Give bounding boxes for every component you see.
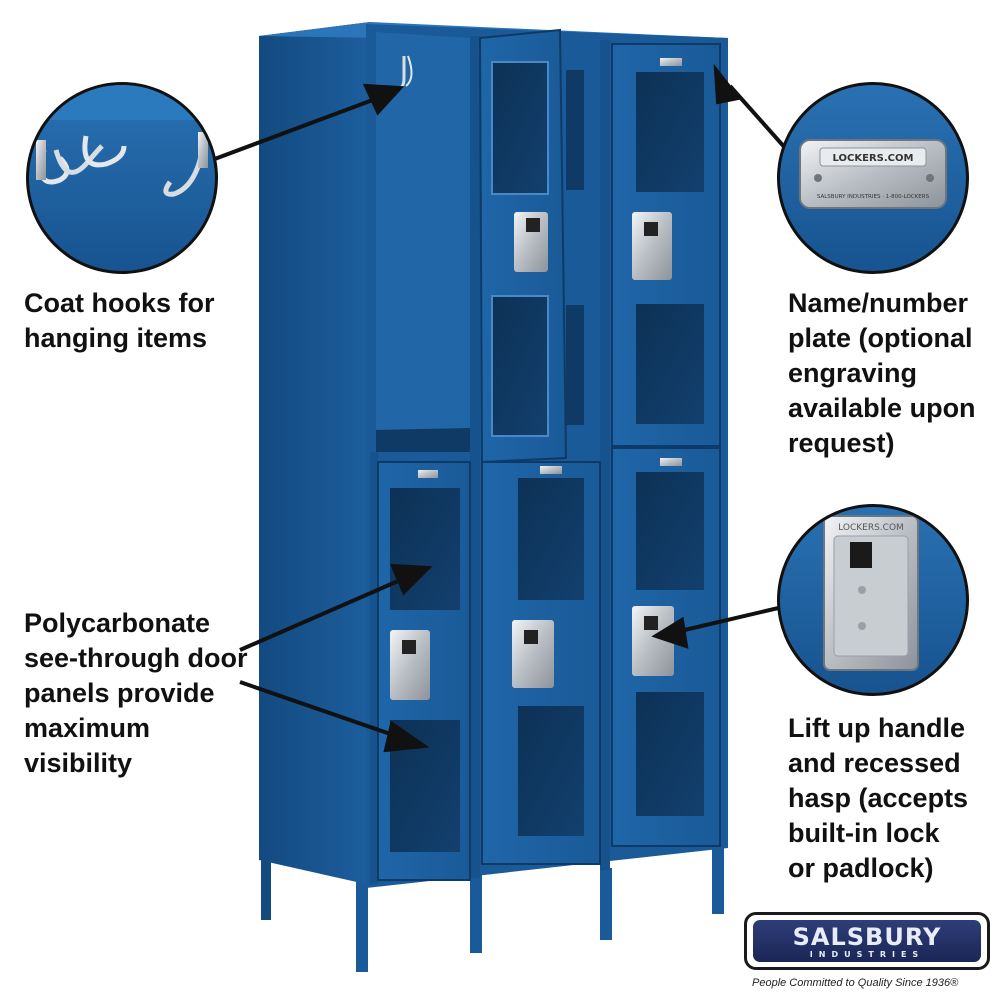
caption-line: visibility [24, 748, 133, 778]
door-window [636, 72, 704, 192]
logo-badge: SALSBURY INDUSTRIES [753, 920, 981, 962]
plate-bottom-text: SALSBURY INDUSTRIES · 1-800-LOCKERS [817, 194, 930, 200]
locker-bank [259, 22, 728, 972]
caption-line: built-in lock [788, 818, 940, 848]
caption-door-panels: Polycarbonate see-through door panels pr… [24, 606, 248, 781]
caption-line: and recessed [788, 748, 961, 778]
leg [712, 846, 724, 914]
locker-door [611, 43, 721, 447]
hook-icon [53, 144, 104, 175]
open-locker-interior [376, 32, 470, 452]
caption-line: Lift up handle [788, 713, 965, 743]
door-window [491, 295, 549, 437]
salsbury-logo: SALSBURY INDUSTRIES [744, 912, 990, 970]
plate-top-text: LOCKERS.COM [833, 153, 914, 164]
caption-line: hanging items [24, 323, 208, 353]
name-plate-icon [540, 466, 562, 474]
handle-plate-text: LOCKERS.COM [838, 523, 904, 533]
callout-pointers [211, 63, 789, 753]
leg [261, 858, 271, 920]
open-locker-interior [566, 305, 584, 425]
caption-line: engraving [788, 358, 918, 388]
hook-icon [405, 55, 413, 87]
leg [470, 875, 482, 953]
locker-door [377, 461, 471, 881]
name-plate-icon [660, 458, 682, 466]
frame-divider [470, 36, 480, 878]
handle-icon [632, 212, 672, 280]
caption-line: plate (optional [788, 323, 973, 353]
caption-line: or padlock) [788, 853, 934, 883]
detail-circle-handle: LOCKERS.COM [777, 504, 969, 696]
open-locker-floor [376, 428, 470, 452]
logo-name: SALSBURY [792, 923, 942, 951]
door-window [518, 478, 584, 600]
locker-door [481, 461, 601, 865]
hasp-slot [526, 218, 540, 232]
caption-line: available upon [788, 393, 976, 423]
caption-line: see-through door [24, 643, 248, 673]
caption-line: hasp (accepts [788, 783, 969, 813]
frame-divider [370, 452, 378, 884]
caption-line: panels provide [24, 678, 215, 708]
caption-handle-hasp: Lift up handle and recessed hasp (accept… [788, 711, 968, 886]
name-plate-icon [660, 58, 682, 66]
locker-door [611, 447, 721, 847]
caption-coat-hooks: Coat hooks for hanging items [24, 286, 215, 356]
locker-side-panel [259, 22, 370, 885]
name-plate-icon [418, 470, 438, 478]
open-locker-interior [566, 70, 584, 190]
caption-line: Polycarbonate [24, 608, 211, 638]
door-window [390, 488, 460, 610]
caption-name-plate: Name/number plate (optional engraving av… [788, 286, 976, 461]
door-window [636, 304, 704, 424]
leg [600, 868, 612, 940]
brand-tagline: People Committed to Quality Since 1936® [752, 977, 959, 989]
detail-circle-hooks [26, 82, 218, 274]
caption-line: maximum [24, 713, 151, 743]
detail-circle-plate: LOCKERS.COM SALSBURY INDUSTRIES · 1-800-… [777, 82, 969, 274]
hook-icon [82, 135, 127, 168]
handle-icon [390, 630, 430, 700]
door-window [636, 692, 704, 816]
caption-line: Name/number [788, 288, 969, 318]
door-window [518, 706, 584, 836]
handle-icon [512, 620, 554, 688]
leg [356, 880, 368, 972]
door-window [491, 61, 549, 195]
handle-icon [632, 606, 674, 676]
door-window [636, 472, 704, 590]
caption-line: Coat hooks for [24, 288, 215, 318]
logo-subtitle: INDUSTRIES [809, 950, 925, 959]
frame-divider [600, 40, 610, 870]
caption-line: request) [788, 428, 895, 458]
